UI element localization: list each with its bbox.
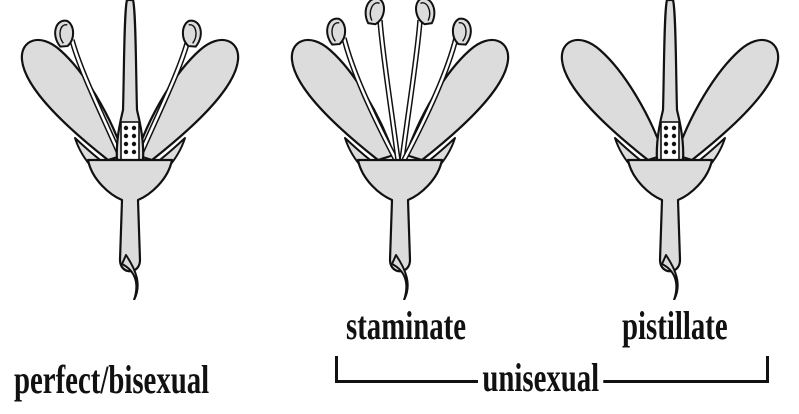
staminate-flower — [292, 0, 508, 300]
flowers-illustration — [0, 0, 799, 300]
label-staminate: staminate — [346, 306, 466, 346]
label-pistillate: pistillate — [622, 306, 728, 346]
label-unisexual: unisexual — [478, 358, 603, 398]
label-perfect-bisexual: perfect/bisexual — [14, 360, 209, 400]
pistillate-flower — [562, 0, 778, 300]
perfect-flower — [22, 0, 238, 300]
